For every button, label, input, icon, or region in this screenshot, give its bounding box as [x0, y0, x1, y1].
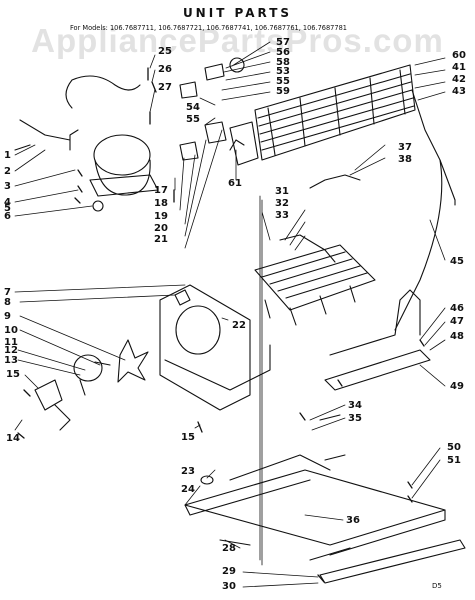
callout-13: 13 — [4, 355, 18, 366]
relay-overload-parts — [179, 57, 245, 161]
callout-53: 53 — [276, 66, 290, 77]
callout-19: 19 — [154, 211, 168, 222]
callout-1: 1 — [4, 150, 11, 161]
callout-27: 27 — [158, 82, 172, 93]
callout-47: 47 — [450, 316, 464, 327]
callout-49: 49 — [450, 381, 464, 392]
callout-35: 35 — [348, 413, 362, 424]
callout-33: 33 — [275, 210, 289, 221]
callout-30: 30 — [222, 581, 236, 592]
callout-23: 23 — [181, 466, 195, 477]
callout-3: 3 — [4, 181, 11, 192]
callout-17: 17 — [154, 185, 168, 196]
callout-37: 37 — [398, 142, 412, 153]
callout-15-left: 15 — [6, 369, 20, 380]
callout-6: 6 — [4, 211, 11, 222]
diagram-title: UNIT PARTS — [182, 6, 293, 20]
callout-24: 24 — [181, 484, 195, 495]
callout-8: 8 — [4, 297, 11, 308]
callout-58: 58 — [276, 57, 290, 68]
callout-57: 57 — [276, 37, 290, 48]
callout-7: 7 — [4, 287, 11, 298]
callout-26: 26 — [158, 64, 172, 75]
callout-38: 38 — [398, 154, 412, 165]
callout-60: 60 — [452, 50, 466, 61]
callout-21: 21 — [154, 234, 168, 245]
callout-59: 55 — [276, 76, 290, 87]
condenser-coil — [229, 64, 456, 206]
callout-18: 18 — [154, 198, 168, 209]
callout-20: 20 — [154, 223, 168, 234]
callout-36: 36 — [346, 515, 360, 526]
callout-22: 22 — [232, 320, 246, 331]
callout-2: 2 — [4, 166, 11, 177]
callout-9: 9 — [4, 311, 11, 322]
callout-61: 61 — [228, 178, 242, 189]
fan-blade-motor — [34, 339, 149, 431]
callout-32: 32 — [275, 198, 289, 209]
callout-41: 41 — [452, 62, 466, 73]
callout-42: 42 — [452, 74, 466, 85]
callout-51: 51 — [447, 455, 461, 466]
callout-4: 4 — [4, 197, 11, 208]
callout-12: 12 — [4, 345, 18, 356]
screws — [17, 67, 425, 583]
callout-45: 45 — [450, 256, 464, 267]
callout-54: 54 — [186, 102, 200, 113]
callout-56: 56 — [276, 47, 290, 58]
callout-10: 10 — [4, 325, 18, 336]
leader-lines — [14, 41, 446, 588]
compressor — [14, 75, 159, 212]
callout-59b: 59 — [276, 86, 290, 97]
callout-28: 28 — [222, 543, 236, 554]
callout-5: 5 — [4, 203, 11, 214]
fan-shroud-bracket — [159, 284, 271, 411]
callout-31: 31 — [275, 186, 289, 197]
base-frame — [184, 349, 466, 584]
evaporator-coil — [254, 234, 421, 356]
callout-15-center: 15 — [181, 432, 195, 443]
callout-11: 11 — [4, 337, 18, 348]
model-numbers: For Models: 106.7687711, 106.7687721, 10… — [70, 24, 347, 32]
callout-25: 25 — [158, 46, 172, 57]
callout-48: 48 — [450, 331, 464, 342]
callout-14: 14 — [6, 433, 20, 444]
callout-46: 46 — [450, 303, 464, 314]
figure-code: D5 — [432, 582, 442, 590]
callout-34: 34 — [348, 400, 362, 411]
callout-43: 43 — [452, 86, 466, 97]
callout-55: 55 — [186, 114, 200, 125]
callout-50: 50 — [447, 442, 461, 453]
connecting-tube — [309, 159, 443, 331]
callout-29: 29 — [222, 566, 236, 577]
